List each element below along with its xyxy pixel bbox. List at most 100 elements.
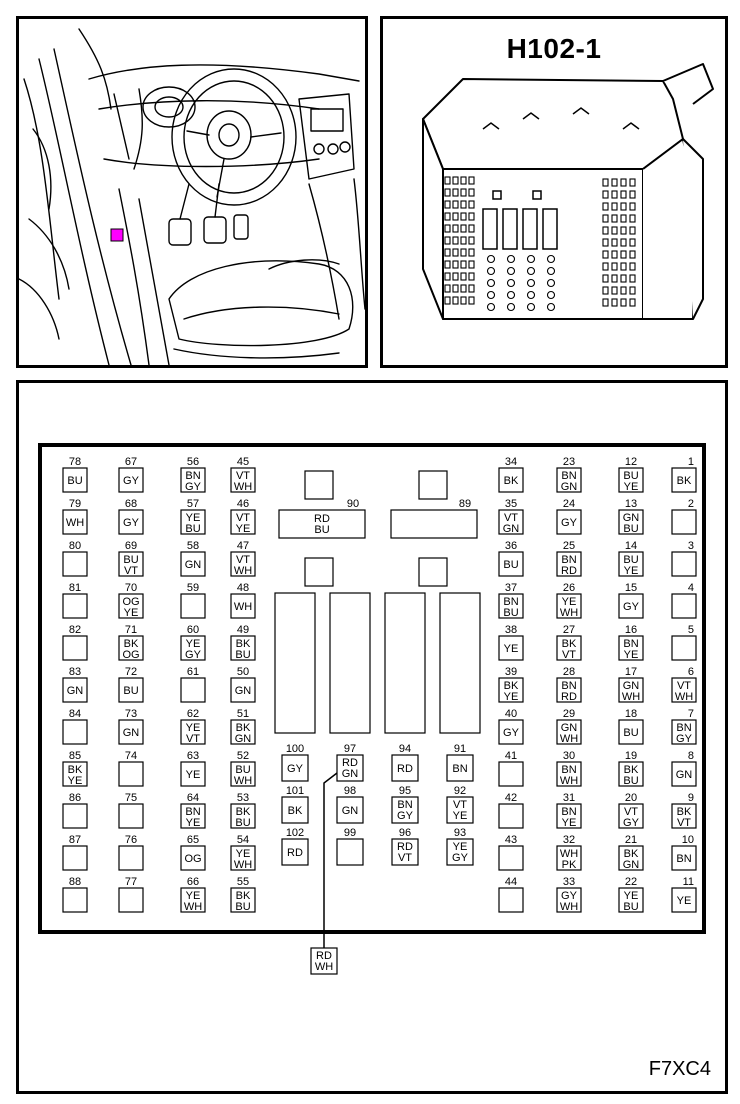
wire-color-code: GY [676, 733, 693, 745]
pin-number-label: 48 [237, 582, 249, 594]
wire-color-code: BK [677, 475, 692, 487]
pin-number-label: 72 [125, 666, 137, 678]
pin-87: 87 [62, 834, 88, 871]
pin-2: 2 [671, 498, 697, 535]
pin-number-label: 47 [237, 540, 249, 552]
wire-color-code: BN [561, 554, 576, 566]
connector-cavity-grid [444, 176, 636, 312]
cavity-hole [629, 178, 636, 187]
wire-color-code: GN [623, 680, 640, 692]
pin-cavity [618, 719, 644, 745]
cavity-hole [486, 254, 496, 264]
wire-color-code: BK [504, 475, 519, 487]
pin-43: 43 [498, 834, 524, 871]
cavity-hole [602, 262, 609, 271]
pin-cavity [556, 467, 582, 493]
pin-89: 89 [390, 498, 478, 539]
cavity-hole [444, 248, 451, 257]
pin-cavity [556, 719, 582, 745]
pin-cavity [230, 887, 256, 913]
pin-cavity [118, 887, 144, 913]
cavity-hole [602, 274, 609, 283]
pin-41: 41 [498, 750, 524, 787]
wire-color-code: VT [236, 554, 250, 566]
pin-cavity [180, 509, 206, 535]
pin-74: 74 [118, 750, 144, 787]
cavity-hole [629, 274, 636, 283]
pin-cavity [118, 677, 144, 703]
wire-color-code: WH [234, 601, 252, 613]
pin-number-label: 23 [563, 456, 575, 468]
pin-number-label: 4 [688, 582, 694, 594]
pin-cavity [671, 719, 697, 745]
cavity-hole [468, 176, 475, 185]
cavity-hole [444, 272, 451, 281]
pin-88: 88 [62, 876, 88, 913]
pin-number-label: 85 [69, 750, 81, 762]
cavity-hole [506, 302, 516, 312]
pin-number-label: 22 [625, 876, 637, 888]
pin-81: 81 [62, 582, 88, 619]
cavity-hole [444, 284, 451, 293]
pin-cavity [618, 467, 644, 493]
cavity-hole [611, 178, 618, 187]
pin-number-label: 54 [237, 834, 249, 846]
pin-number-label: 55 [237, 876, 249, 888]
pin-number-label: 97 [344, 743, 356, 755]
pin-number-label: 87 [69, 834, 81, 846]
splice-wire [323, 772, 338, 948]
pin-cavity [230, 803, 256, 829]
pin-cavity [180, 803, 206, 829]
pin-number-label: 9 [688, 792, 694, 804]
pin-cavity [390, 509, 478, 539]
cavity-hole [629, 262, 636, 271]
pin-number-label: 81 [69, 582, 81, 594]
pin-cavity [498, 509, 524, 535]
cavity-hole [611, 190, 618, 199]
pin-cavity [180, 677, 206, 703]
wire-color-code: VT [398, 852, 412, 864]
wire-color-code: YE [624, 481, 639, 493]
cavity-hole [444, 224, 451, 233]
wire-color-code: BN [561, 680, 576, 692]
pin-number-label: 17 [625, 666, 637, 678]
pin-number-label: 3 [688, 540, 694, 552]
pin-3: 3 [671, 540, 697, 577]
pin-number-label: 61 [187, 666, 199, 678]
cavity-hole [602, 214, 609, 223]
wire-color-code: GN [561, 481, 578, 493]
wire-color-code: RD [397, 763, 413, 775]
pin-cavity [62, 593, 88, 619]
cavity-hole [620, 202, 627, 211]
pin-number-label: 71 [125, 624, 137, 636]
pin-cavity [336, 796, 364, 824]
wire-color-code: GN [676, 769, 693, 781]
pin-number-label: 49 [237, 624, 249, 636]
cavity-hole [460, 212, 467, 221]
pin-cavity [118, 761, 144, 787]
cavity-hole [611, 262, 618, 271]
wire-color-code: VT [562, 649, 576, 661]
wire-color-code: GY [123, 517, 140, 529]
wire-color-code: WH [234, 565, 252, 577]
cavity-hole [526, 302, 536, 312]
pin-cavity [671, 593, 697, 619]
cavity-hole [602, 298, 609, 307]
pin-number-label: 44 [505, 876, 517, 888]
pin-number-label: 25 [563, 540, 575, 552]
cavity-hole [444, 188, 451, 197]
wire-color-code: GY [623, 601, 640, 613]
